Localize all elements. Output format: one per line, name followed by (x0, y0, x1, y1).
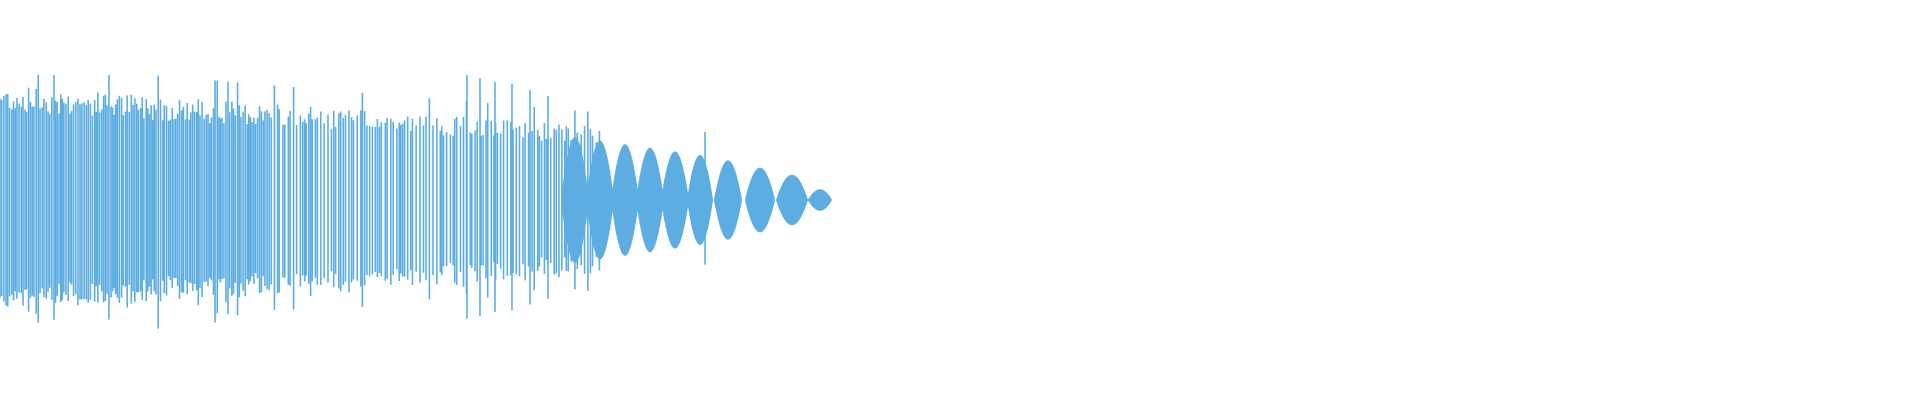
waveform-lobe (776, 174, 808, 226)
waveform-lobe (586, 140, 614, 260)
waveform-lobe (611, 144, 639, 256)
waveform-bars (0, 75, 832, 329)
waveform-lobe (808, 189, 832, 211)
waveform-lobe (714, 160, 742, 240)
waveform-lobe (561, 137, 589, 263)
waveform-lobe (661, 151, 689, 249)
waveform-lobe (636, 147, 664, 253)
waveform-lobe (745, 167, 775, 233)
waveform-lobe (687, 155, 713, 245)
